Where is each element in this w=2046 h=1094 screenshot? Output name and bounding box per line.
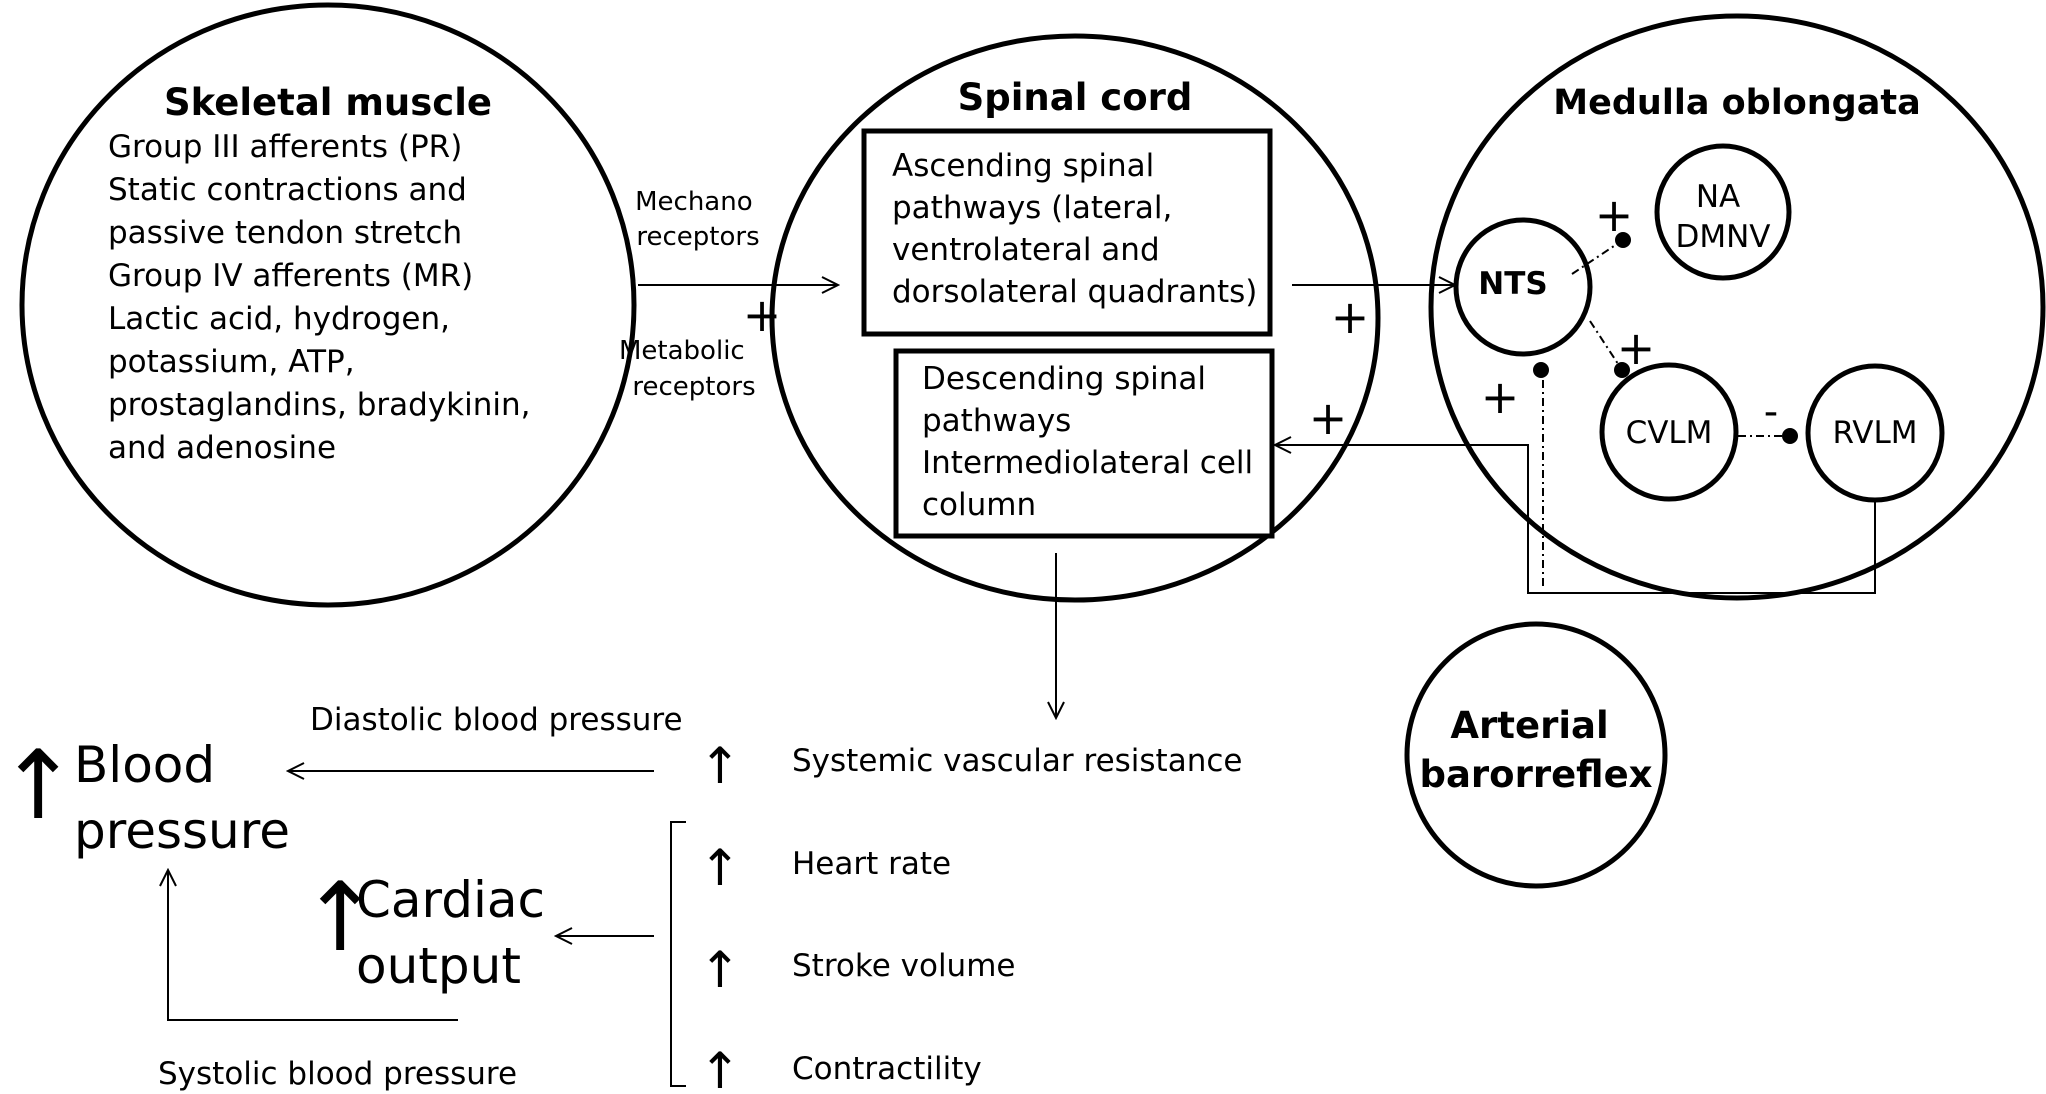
descending-line: pathways <box>922 403 1071 439</box>
nts-label: NTS <box>1478 266 1547 302</box>
nts-node <box>1453 217 1593 357</box>
resistance-up-arrow: ↑ <box>699 737 741 795</box>
contractility-label: Contractility <box>792 1051 982 1087</box>
descending-line: Descending spinal <box>922 361 1206 397</box>
diastolic-label: Diastolic blood pressure <box>310 702 683 738</box>
cvlm-label: CVLM <box>1626 415 1713 451</box>
nts-to-cvlm-link <box>1589 320 1623 371</box>
rvlm-label: RVLM <box>1832 415 1917 451</box>
skeletal-muscle-line: prostaglandins, bradykinin, <box>108 387 531 423</box>
arterial-baroreflex-circle <box>1404 621 1668 889</box>
ascending-line: dorsolateral quadrants) <box>892 274 1257 310</box>
muscle-plus-sign: + <box>743 288 782 342</box>
systolic-label: Systolic blood pressure <box>158 1056 517 1092</box>
spinal-cord-title: Spinal cord <box>958 76 1193 119</box>
baroreflex-line: Arterial <box>1450 704 1608 747</box>
mechano-receptors-label: Mechano receptors <box>635 187 761 252</box>
rvlm-connector-dot <box>1782 428 1798 444</box>
skeletal-muscle-circle <box>19 2 637 608</box>
stroke-volume-up-arrow: ↑ <box>699 941 741 999</box>
baroreflex-label: Arterial barorreflex <box>1419 704 1652 796</box>
stroke-volume-label: Stroke volume <box>792 948 1015 984</box>
cvlm-node <box>1599 362 1739 502</box>
cardiac-output-label: Cardiac output <box>356 871 561 995</box>
cardiac-output-line: output <box>356 937 521 995</box>
heart-rate-label: Heart rate <box>792 846 951 882</box>
cvlm-connector-dot <box>1614 362 1630 378</box>
ascending-pathways-box <box>861 128 1273 337</box>
blood-pressure-label: Blood pressure <box>74 736 290 860</box>
ascending-plus-sign: + <box>1331 290 1370 344</box>
rvlm-to-descending-path <box>1275 445 1876 594</box>
spinal-cord-circle <box>769 33 1381 603</box>
skeletal-muscle-line: Group III afferents (PR) <box>108 129 462 165</box>
descending-pathways-text: Descending spinal pathways Intermediolat… <box>922 361 1253 523</box>
ascending-line: pathways (lateral, <box>892 190 1172 226</box>
nts-plus-sign: + <box>1481 370 1520 424</box>
na-dmnv-plus-sign: + <box>1595 188 1634 242</box>
nts-to-na-dmnv-link <box>1571 239 1624 275</box>
mechano-label-line: Mechano <box>635 187 753 217</box>
blood-pressure-up-arrow: ↑ <box>0 731 78 841</box>
baroreflex-line: barorreflex <box>1419 753 1652 796</box>
heart-rate-up-arrow: ↑ <box>699 839 741 897</box>
skeletal-muscle-line: Group IV afferents (MR) <box>108 258 473 294</box>
metabolic-receptors-label: Metabolic receptors <box>619 336 756 402</box>
descending-pathways-box <box>893 348 1275 539</box>
effects-list: ↑ Systemic vascular resistance ↑ Heart r… <box>699 737 1242 1094</box>
medulla-title: Medulla oblongata <box>1553 83 1920 123</box>
nts-connector-dot <box>1533 362 1549 378</box>
skeletal-muscle-line: potassium, ATP, <box>108 344 355 380</box>
dmnv-label: DMNV <box>1675 219 1770 255</box>
skeletal-muscle-line: Lactic acid, hydrogen, <box>108 301 450 337</box>
skeletal-muscle-description: Group III afferents (PR) Static contract… <box>108 129 531 466</box>
descending-line: Intermediolateral cell <box>922 445 1253 481</box>
medulla-oblongata-circle <box>1428 13 2046 601</box>
metabolic-label-line: Metabolic <box>619 336 745 366</box>
ascending-line: Ascending spinal <box>892 148 1154 184</box>
resistance-label: Systemic vascular resistance <box>792 743 1242 779</box>
blood-pressure-line: Blood <box>74 736 215 794</box>
skeletal-muscle-line: Static contractions and <box>108 172 467 208</box>
na-label: NA <box>1696 179 1740 215</box>
rvlm-minus-sign: - <box>1764 389 1778 435</box>
skeletal-muscle-line: and adenosine <box>108 430 336 466</box>
descending-line: column <box>922 487 1036 523</box>
skeletal-muscle-line: passive tendon stretch <box>108 215 462 251</box>
contractility-up-arrow: ↑ <box>699 1042 741 1094</box>
mechano-label-line: receptors <box>636 222 759 252</box>
descending-plus-sign: + <box>1309 391 1348 445</box>
blood-pressure-line: pressure <box>74 802 290 860</box>
rvlm-node <box>1805 363 1945 503</box>
ascending-pathways-text: Ascending spinal pathways (lateral, vent… <box>892 148 1257 310</box>
metabolic-label-line: receptors <box>632 372 755 402</box>
cardiac-output-up-arrow: ↑ <box>300 863 380 973</box>
cardiac-factors-bracket <box>670 821 686 1087</box>
output-to-bp-path <box>168 870 458 1021</box>
na-dmnv-label: NA DMNV <box>1675 179 1770 255</box>
na-dmnv-connector-dot <box>1615 232 1631 248</box>
ascending-line: ventrolateral and <box>892 232 1160 268</box>
na-dmnv-node <box>1654 143 1792 281</box>
cardiac-output-line: Cardiac <box>356 871 545 929</box>
skeletal-muscle-title: Skeletal muscle <box>164 81 492 124</box>
